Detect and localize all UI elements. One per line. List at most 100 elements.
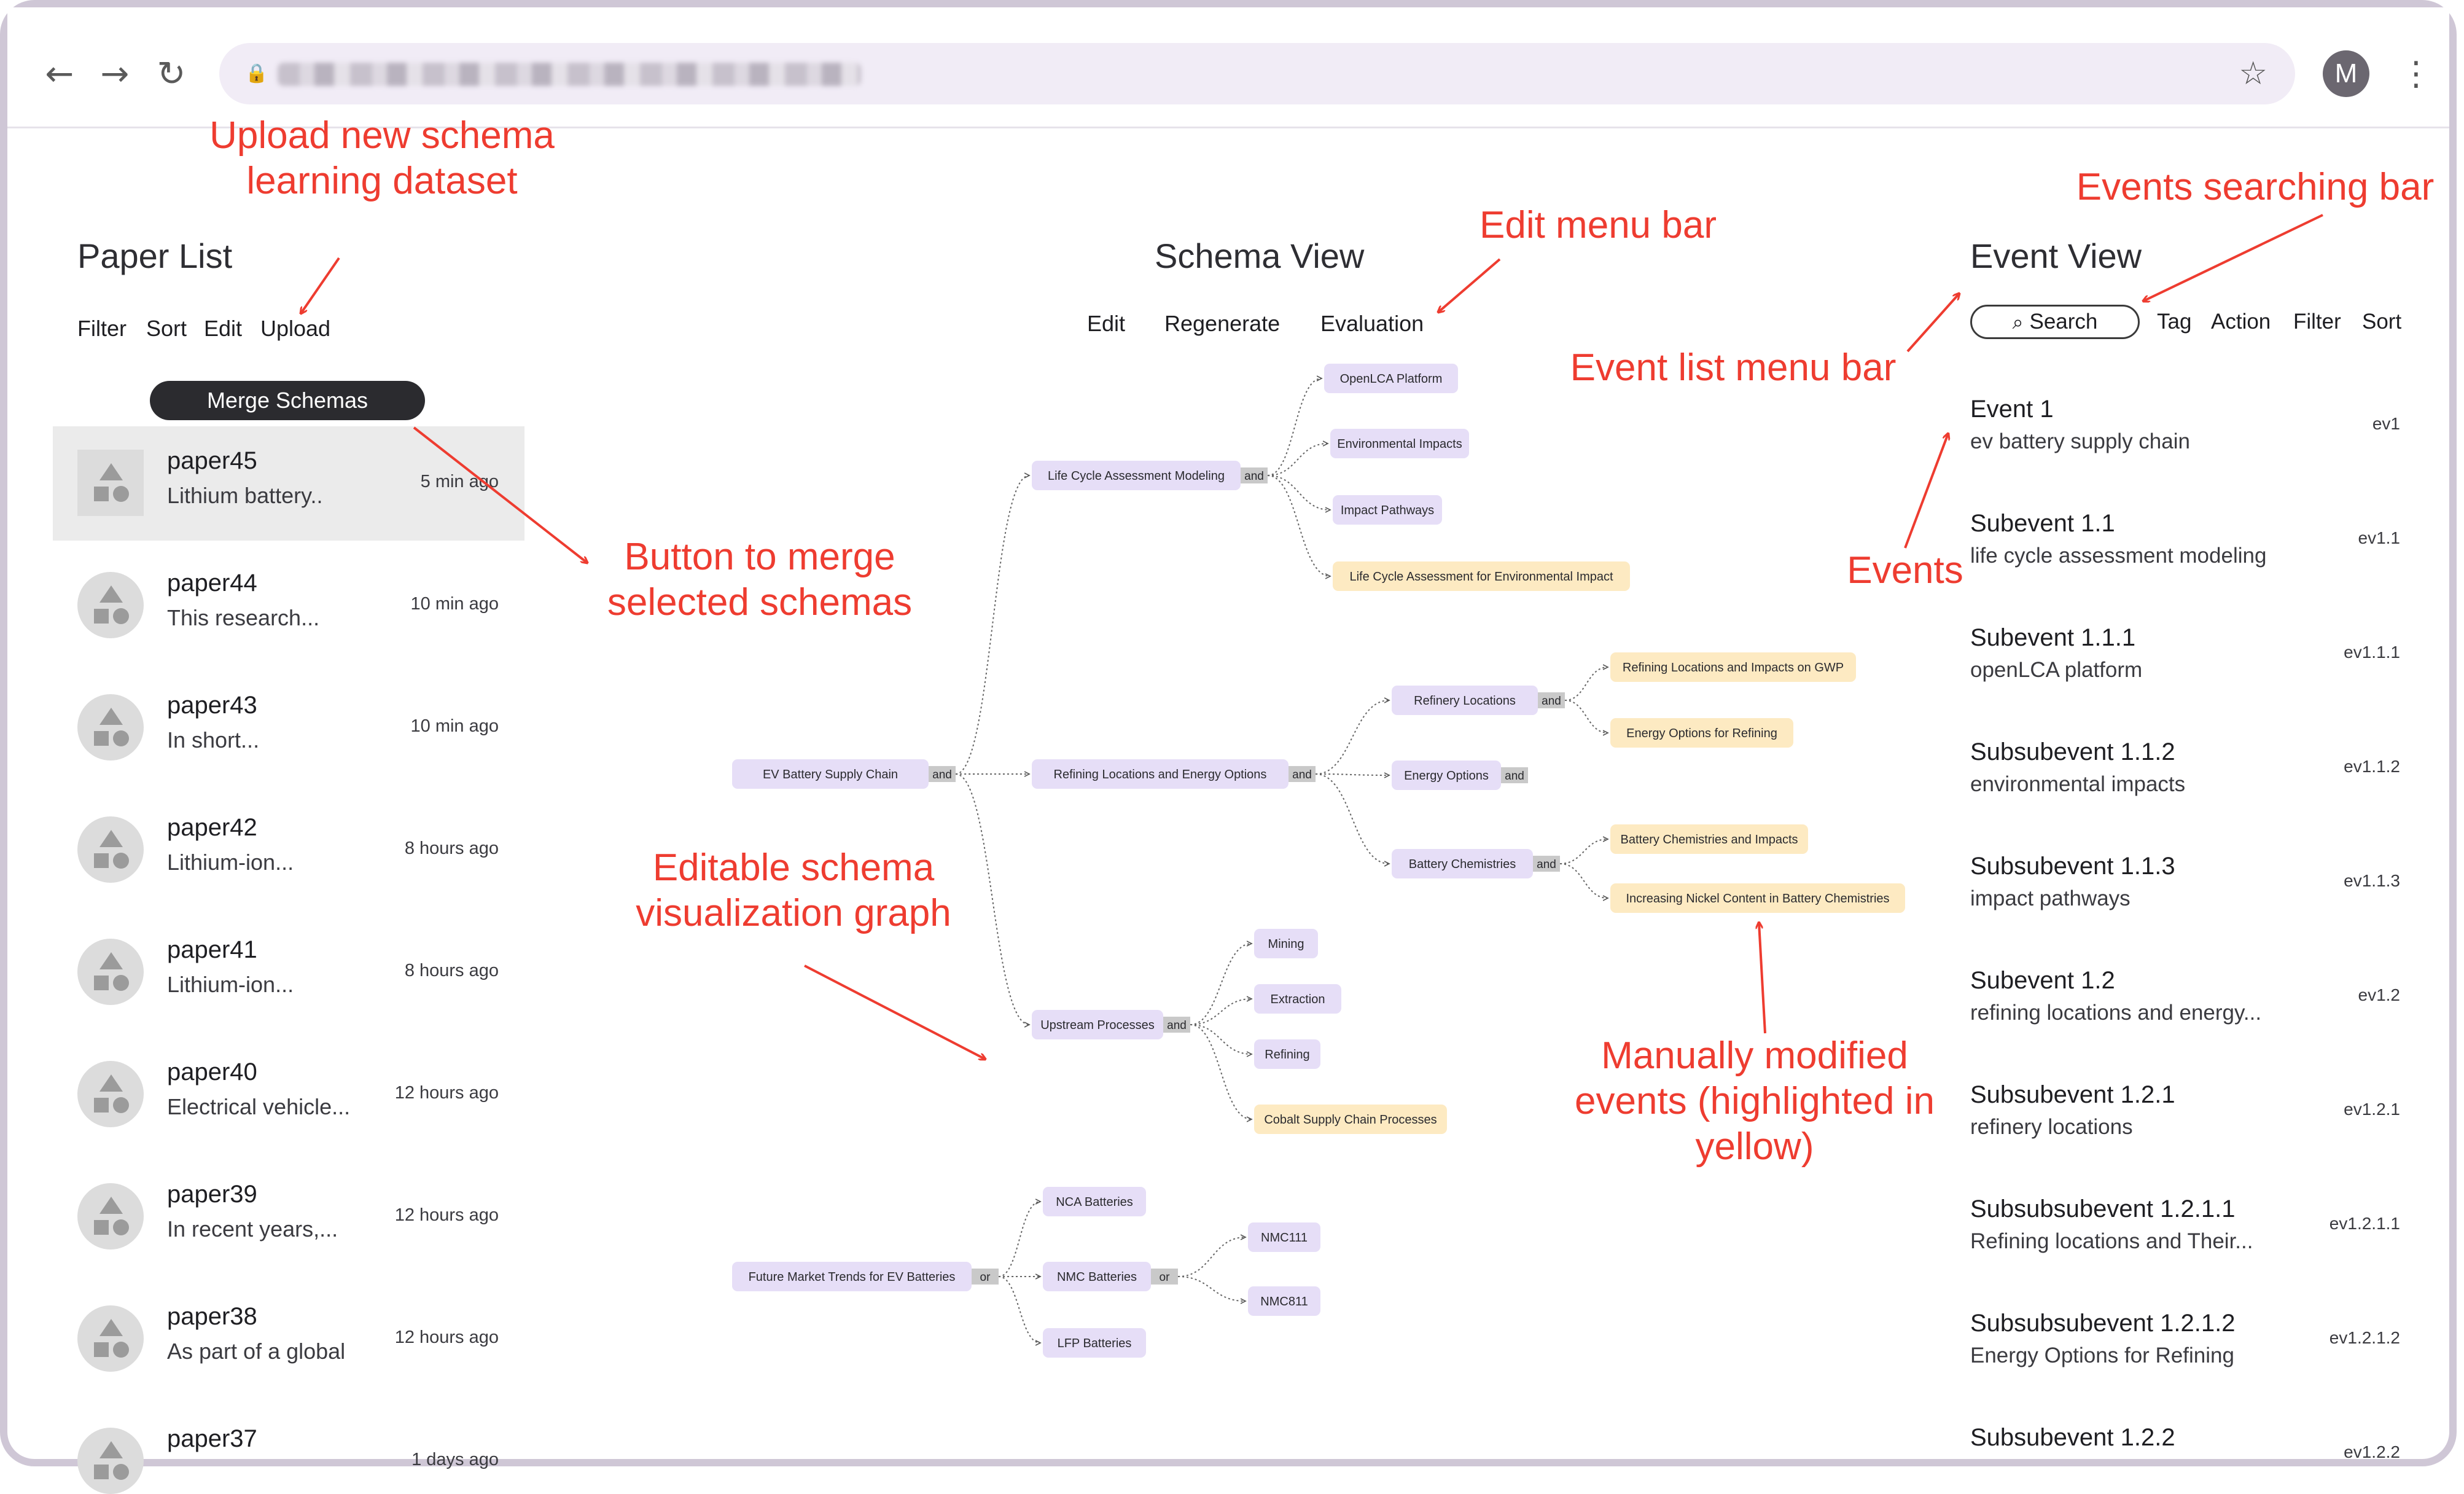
event-description: ev battery supply chain bbox=[1970, 429, 2190, 453]
schema-gate-label[interactable]: and bbox=[1244, 470, 1264, 483]
schema-node-box bbox=[1392, 761, 1501, 790]
bookmark-star-icon[interactable]: ☆ bbox=[2239, 55, 2267, 92]
schema-node-box bbox=[1248, 1286, 1320, 1316]
paper-upload-menu[interactable]: Upload bbox=[260, 316, 331, 341]
reload-icon[interactable]: ↻ bbox=[157, 54, 186, 94]
schema-edge bbox=[1267, 378, 1322, 476]
event-id: ev1.2 bbox=[2358, 985, 2401, 1004]
schema-gate-label[interactable]: or bbox=[980, 1271, 991, 1284]
event-id: ev1.2.2 bbox=[2344, 1442, 2400, 1461]
event-tag-menu[interactable]: Tag bbox=[2157, 310, 2192, 334]
schema-node-modified[interactable]: Cobalt Supply Chain Processes bbox=[1254, 1105, 1447, 1134]
event-id: ev1.1 bbox=[2358, 528, 2401, 547]
paper-list-item[interactable]: paper42 Lithium-ion...8 hours ago bbox=[53, 793, 524, 907]
schema-node-modified[interactable]: Energy Options for Refining bbox=[1610, 718, 1793, 748]
schema-node[interactable]: Mining bbox=[1254, 929, 1318, 958]
schema-gate-label[interactable]: and bbox=[1542, 695, 1561, 708]
paper-filter-menu[interactable]: Filter bbox=[77, 316, 127, 341]
schema-node[interactable]: NCA Batteries bbox=[1043, 1187, 1146, 1216]
schema-gate-label[interactable]: and bbox=[1167, 1019, 1187, 1032]
event-sort-menu[interactable]: Sort bbox=[2362, 310, 2402, 334]
paper-edit-menu[interactable]: Edit bbox=[204, 316, 243, 341]
schema-gate-label[interactable]: and bbox=[1505, 770, 1524, 783]
schema-node-box bbox=[732, 1262, 972, 1291]
schema-node-box bbox=[1330, 429, 1469, 458]
event-action-menu[interactable]: Action bbox=[2211, 310, 2271, 334]
schema-gate-label[interactable]: or bbox=[1160, 1271, 1171, 1284]
schema-node[interactable]: NMC811 bbox=[1248, 1286, 1320, 1316]
event-description: Refining locations and Their... bbox=[1970, 1229, 2253, 1253]
address-bar[interactable]: 🔒 ☆ bbox=[219, 43, 2295, 104]
schema-node[interactable]: Refining bbox=[1254, 1039, 1320, 1069]
schema-gate-label[interactable]: and bbox=[932, 769, 952, 781]
annotation-edit-menu: Edit menu bar bbox=[1480, 204, 1717, 246]
event-id: ev1.2.1 bbox=[2344, 1100, 2400, 1119]
event-title: Subevent 1.1.1 bbox=[1970, 624, 2136, 651]
profile-avatar[interactable]: M bbox=[2323, 50, 2369, 97]
back-icon[interactable]: ← bbox=[45, 54, 74, 94]
paper-thumbnail bbox=[77, 1183, 144, 1250]
schema-node-modified[interactable]: Battery Chemistries and Impacts bbox=[1610, 824, 1808, 854]
schema-gate-label[interactable]: and bbox=[1292, 769, 1312, 781]
schema-edit-menu[interactable]: Edit bbox=[1087, 311, 1126, 336]
schema-node-label: Energy Options bbox=[1404, 769, 1489, 783]
schema-node[interactable]: Impact Pathways bbox=[1333, 495, 1442, 525]
schema-node[interactable]: LFP Batteries bbox=[1043, 1328, 1146, 1358]
schema-node-box bbox=[1324, 364, 1458, 393]
schema-node-modified[interactable]: Increasing Nickel Content in Battery Che… bbox=[1610, 883, 1905, 913]
merge-schemas-button[interactable]: Merge Schemas bbox=[150, 381, 425, 420]
paper-thumbnail bbox=[77, 816, 144, 883]
schema-gate-label[interactable]: and bbox=[1537, 858, 1556, 871]
schema-edge bbox=[1267, 475, 1330, 510]
schema-node-box bbox=[1043, 1328, 1146, 1358]
schema-edge bbox=[1190, 944, 1252, 1025]
schema-node[interactable]: Energy Options and bbox=[1392, 761, 1528, 790]
browser-toolbar: ← → ↻ 🔒 ☆ M ⋮ bbox=[7, 7, 2449, 128]
schema-node-modified[interactable]: Refining Locations and Impacts on GWP bbox=[1610, 652, 1856, 682]
paper-name: paper41 bbox=[167, 936, 257, 963]
schema-node[interactable]: OpenLCA Platform bbox=[1324, 364, 1458, 393]
event-filter-menu[interactable]: Filter bbox=[2293, 310, 2341, 334]
schema-evaluation-menu[interactable]: Evaluation bbox=[1320, 311, 1424, 336]
schema-node[interactable]: NMC111 bbox=[1248, 1222, 1320, 1252]
schema-node-modified[interactable]: Life Cycle Assessment for Environmental … bbox=[1333, 561, 1630, 591]
forward-icon[interactable]: → bbox=[100, 54, 130, 94]
schema-regenerate-menu[interactable]: Regenerate bbox=[1164, 311, 1281, 336]
schema-edge bbox=[1564, 700, 1608, 733]
event-search-button[interactable]: ⌕ Search bbox=[1970, 305, 2140, 339]
schema-node[interactable]: Extraction bbox=[1254, 984, 1341, 1014]
paper-sort-menu[interactable]: Sort bbox=[146, 316, 187, 341]
schema-node-box bbox=[1392, 686, 1538, 715]
schema-node[interactable]: Environmental Impacts bbox=[1330, 429, 1469, 458]
schema-node[interactable]: EV Battery Supply Chain and bbox=[732, 759, 956, 789]
paper-thumbnail bbox=[77, 1305, 144, 1372]
event-view-title: Event View bbox=[1970, 237, 2142, 275]
schema-edge bbox=[1177, 1237, 1246, 1277]
schema-node-label: EV Battery Supply Chain bbox=[763, 768, 898, 781]
